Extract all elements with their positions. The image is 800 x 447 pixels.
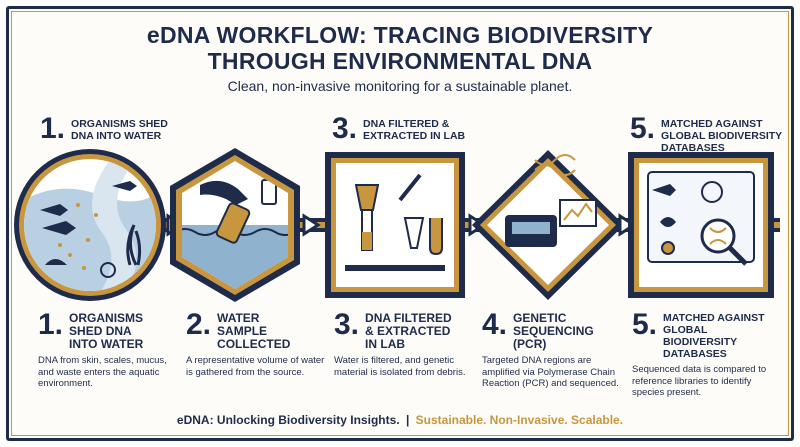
step-label-line: COLLECTED (217, 337, 291, 351)
step-4: 4. GENETIC SEQUENCING (PCR) Targeted DNA… (482, 310, 622, 390)
step-label-line: GLOBAL BIODIVERSITY (663, 324, 738, 348)
network-icon (701, 181, 723, 203)
arrow-right-icon (302, 213, 321, 237)
top-step-label-line: GLOBAL BIODIVERSITY (661, 130, 783, 142)
step-5: 5. MATCHED AGAINST GLOBAL BIODIVERSITY D… (632, 310, 782, 399)
step-label-line: MATCHED AGAINST (663, 312, 765, 324)
dna-helix-icon (709, 227, 727, 245)
step-label-line: SAMPLE (217, 324, 268, 338)
step-number: 3. (334, 308, 360, 341)
step-label-line: (PCR) (513, 337, 547, 351)
footer-tagline: Sustainable. Non-Invasive. Scalable. (415, 413, 624, 427)
step-label-line: SHED DNA (69, 324, 132, 338)
page-title: eDNA WORKFLOW: TRACING BIODIVERSITY THRO… (0, 22, 800, 74)
step-label: ORGANISMS SHED DNA INTO WATER (69, 310, 143, 351)
dna-helix-icon (534, 154, 576, 176)
filter-funnel-icon (354, 184, 380, 211)
step-label-line: DNA FILTERED (365, 311, 452, 325)
top-step-label-line: EXTRACTED IN LAB (363, 130, 466, 142)
top-step-number: 3. (332, 112, 358, 145)
step-4-illustration (472, 150, 624, 300)
top-step-label-line: ORGANISMS SHED (71, 118, 168, 130)
seaweed-icon (126, 224, 142, 266)
footer: eDNA: Unlocking Biodiversity Insights. |… (0, 413, 800, 427)
top-step-label: DNA FILTERED & EXTRACTED IN LAB (363, 114, 465, 142)
top-step-label-line: DNA INTO WATER (71, 130, 162, 142)
step-description: DNA from skin, scales, mucus, and waste … (38, 355, 167, 389)
top-step-label-line: DATABASES (661, 142, 725, 154)
step-label-line: & EXTRACTED (365, 324, 451, 338)
step-1-illustration (14, 149, 166, 301)
step-label-line: WATER (217, 311, 260, 325)
step-label-line: DATABASES (663, 348, 727, 360)
step-number: 5. (632, 308, 658, 341)
frog-icon (660, 217, 676, 227)
step-3: 3. DNA FILTERED & EXTRACTED IN LAB Water… (334, 310, 474, 378)
top-step-1: 1. ORGANISMS SHED DNA INTO WATER (40, 114, 168, 154)
step-label: GENETIC SEQUENCING (PCR) (513, 310, 594, 351)
step-label: DNA FILTERED & EXTRACTED IN LAB (365, 310, 452, 351)
magnifier-icon (728, 246, 748, 266)
step-description: A representative volume of water is gath… (186, 355, 325, 378)
top-step-number: 5. (630, 112, 656, 145)
shell-icon (100, 262, 116, 278)
step-description: Sequenced data is compared to reference … (632, 364, 767, 398)
shell-icon (45, 259, 67, 265)
gloved-hand-icon (200, 180, 248, 205)
step-label-line: ORGANISMS (69, 311, 144, 325)
step-label-line: SEQUENCING (513, 324, 594, 338)
monitor-icon (559, 199, 597, 227)
title-line-1: eDNA WORKFLOW: TRACING BIODIVERSITY (146, 22, 654, 48)
step-2: 2. WATER SAMPLE COLLECTED A representati… (186, 310, 326, 378)
top-step-5: 5. MATCHED AGAINST GLOBAL BIODIVERSITY D… (630, 112, 782, 155)
step-description: Targeted DNA regions are amplified via P… (482, 355, 619, 389)
step-label: MATCHED AGAINST GLOBAL BIODIVERSITY DATA… (663, 310, 782, 360)
pipette-icon (398, 173, 422, 202)
sample-bottle-icon (215, 202, 251, 244)
title-line-2: THROUGH ENVIRONMENTAL DNA (207, 48, 593, 74)
test-tube-icon (429, 218, 443, 256)
step-label: WATER SAMPLE COLLECTED (217, 310, 290, 351)
top-step-label: MATCHED AGAINST GLOBAL BIODIVERSITY DATA… (661, 114, 782, 154)
fish-icon (40, 204, 68, 216)
footer-separator: | (405, 413, 410, 427)
step-number: 4. (482, 308, 508, 341)
magnifier-icon (700, 218, 736, 254)
bacteria-icon (661, 241, 675, 255)
test-tube-icon (403, 217, 425, 249)
top-step-number: 1. (40, 112, 66, 145)
top-step-3: 3. DNA FILTERED & EXTRACTED IN LAB (332, 114, 465, 154)
step-number: 2. (186, 308, 212, 341)
arrow-right-icon (618, 213, 637, 237)
fish-icon (42, 221, 76, 235)
fish-icon (112, 181, 137, 191)
inner-frame (11, 11, 789, 436)
step-description: Water is filtered, and genetic material … (334, 355, 466, 378)
page-subtitle: Clean, non-invasive monitoring for a sus… (227, 78, 573, 94)
fish-icon (652, 184, 676, 196)
step-label-line: INTO WATER (69, 337, 144, 351)
step-2-illustration (170, 148, 300, 302)
step-label-line: GENETIC (513, 311, 567, 325)
top-step-label-line: MATCHED AGAINST (661, 118, 763, 130)
step-1: 1. ORGANISMS SHED DNA INTO WATER DNA fro… (38, 310, 178, 390)
top-step-label-line: DNA FILTERED & (363, 118, 450, 130)
step-5-illustration (628, 152, 774, 298)
step-3-illustration (325, 152, 465, 298)
step-label-line: IN LAB (365, 337, 406, 351)
step-number: 1. (38, 308, 64, 341)
footer-main: eDNA: Unlocking Biodiversity Insights. (176, 413, 400, 427)
top-step-label: ORGANISMS SHED DNA INTO WATER (71, 114, 168, 142)
